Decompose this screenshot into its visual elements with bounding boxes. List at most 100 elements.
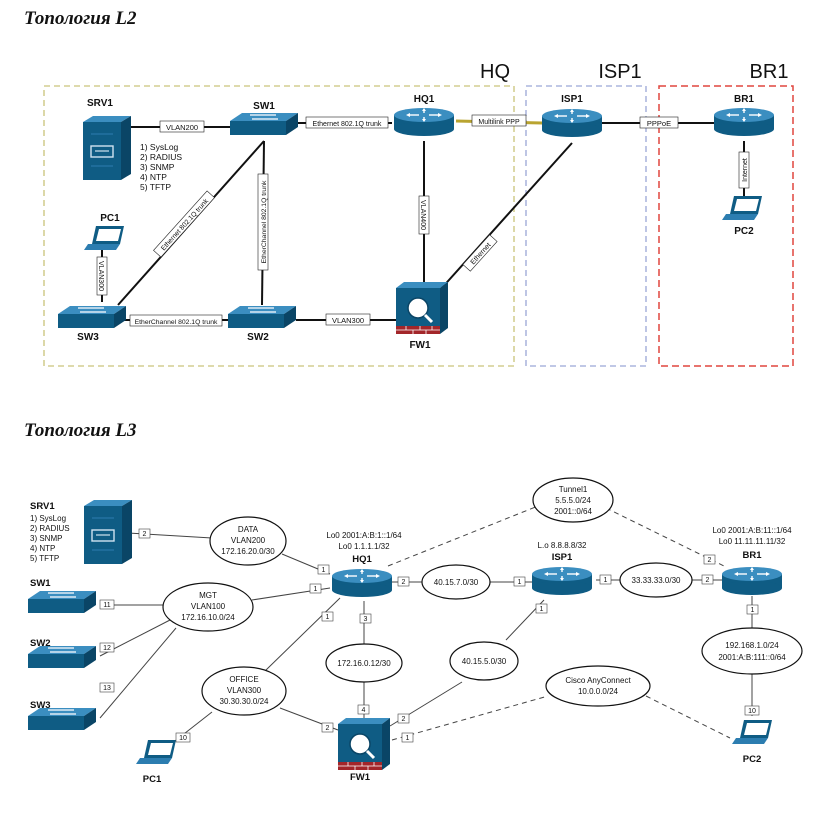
- l3-service-3: 3) SNMP: [30, 534, 62, 543]
- l3-sw2-name: SW2: [30, 638, 51, 649]
- l2-sw1-name: SW1: [253, 101, 275, 112]
- l3-port-srv: 2: [143, 531, 147, 538]
- l3-cloud-mgt-line3: 172.16.10.0/24: [181, 613, 235, 622]
- l2-service-3: 3) SNMP: [140, 162, 175, 172]
- l3-cloud-data-line3: 172.16.20.0/30: [221, 547, 275, 556]
- l2-pc2-icon: [722, 196, 762, 220]
- l3-port-hq-fw-top: 3: [364, 616, 368, 623]
- l3-cloud-hq-fw: [325, 643, 403, 683]
- l3-hq1-lo-ipv6: Lo0 2001:A:B:1::1/64: [326, 531, 402, 540]
- l3-pc1-name: PC1: [143, 774, 162, 785]
- l2-link-label-sw1-sw2: EtherChannel 802.1Q trunk: [261, 180, 268, 263]
- l2-link-label-sw2-fw1: VLAN300: [332, 316, 364, 325]
- l3-br1-name: BR1: [742, 550, 762, 561]
- l3-cloud-data-line1: DATA: [238, 525, 259, 534]
- l3-service-5: 5) TFTP: [30, 554, 59, 563]
- l3-cloud-mgt-line2: VLAN100: [191, 602, 226, 611]
- l3-cloud-hq-isp: [421, 564, 491, 600]
- l3-cloud-isp-br: [619, 562, 693, 598]
- l3-cloud-isp-fw-text: 40.15.5.0/30: [462, 657, 507, 666]
- l3-fw1-name: FW1: [350, 772, 371, 783]
- l3-port-sw1: 11: [103, 602, 110, 609]
- l3-port-fw-any: 1: [406, 735, 410, 742]
- l3-cloud-data-line2: VLAN200: [231, 536, 266, 545]
- l2-link-label-sw3-sw1: Ethernet 802.1Q trunk: [160, 197, 210, 252]
- l3-isp1-lo: L.o 8.8.8.8/32: [538, 541, 587, 550]
- l3-service-1: 1) SysLog: [30, 514, 66, 523]
- l3-cloud-tunnel-line3: 2001::0/64: [554, 507, 592, 516]
- l2-pc2-name: PC2: [734, 226, 754, 237]
- l3-link-anyconnect-pc2: [645, 695, 731, 739]
- l3-port-br-isp: 2: [706, 577, 710, 584]
- l3-port-isp-hq: 1: [518, 579, 522, 586]
- l2-isp1-name: ISP1: [561, 94, 583, 105]
- l2-hq1-icon: [393, 107, 455, 137]
- l3-title: Топология L3: [24, 420, 137, 441]
- l2-hq1-name: HQ1: [414, 94, 435, 105]
- l2-link-label-sw1-hq1: Ethernet 802.1Q trunk: [313, 121, 382, 128]
- l2-service-5: 5) TFTP: [140, 182, 171, 192]
- l3-topology: DATA VLAN200 172.16.20.0/30 MGT VLAN100 …: [27, 477, 803, 785]
- l2-link-label-isp1-br1: PPPoE: [647, 119, 671, 128]
- l3-sw3-name: SW3: [30, 700, 51, 711]
- l3-pc2-icon: [732, 720, 772, 744]
- l2-topology: HQ ISP1 BR1 SRV1: [43, 61, 794, 367]
- l3-port-hq-isp: 2: [402, 579, 406, 586]
- l3-cloud-tunnel-line1: Tunnel1: [559, 485, 588, 494]
- l2-br1-name: BR1: [734, 94, 754, 105]
- l3-port-fw-top: 4: [362, 707, 366, 714]
- l3-port-hq-office: 1: [326, 614, 330, 621]
- l3-port-fw-isp: 2: [402, 716, 406, 723]
- l3-fw1-icon: [336, 716, 392, 772]
- l2-zone-isp-label: ISP1: [598, 61, 641, 83]
- l2-sw3-icon: [57, 305, 127, 329]
- l2-link-label-hq1-fw1: VLAN400: [419, 200, 426, 230]
- l3-br1-lo-ipv6: Lo0 2001:A:B:11::1/64: [712, 526, 792, 535]
- l3-cloud-anyconnect: [545, 665, 651, 707]
- l3-port-pc2: 10: [748, 708, 756, 715]
- l3-link-hq1-tunnel: [387, 505, 539, 567]
- l2-link-label-br1-pc2: Internet: [742, 158, 749, 182]
- l2-zone-br-label: BR1: [750, 61, 789, 83]
- l2-sw1-icon: [229, 112, 299, 136]
- l3-br1-lo-ipv4: Lo0 11.11.11.11/32: [719, 537, 786, 546]
- l3-hq1-lo-ipv4: Lo0 1.1.1.1/32: [338, 542, 390, 551]
- l3-cloud-mgt: [162, 582, 254, 632]
- l3-sw1-name: SW1: [30, 578, 51, 589]
- l3-port-sw3: 13: [103, 685, 111, 692]
- l3-hq1-icon: [331, 568, 393, 598]
- l3-port-mgt-hq: 1: [314, 586, 318, 593]
- l2-srv1-name: SRV1: [87, 98, 113, 109]
- l2-zone-br-box: [658, 85, 794, 367]
- l2-link-label-sw3-sw2: EtherChannel 802.1Q trunk: [135, 319, 218, 326]
- l3-cloud-office-line3: 30.30.30.0/24: [220, 697, 269, 706]
- l3-port-isp-fw-top: 1: [540, 606, 544, 613]
- l3-cloud-office-line2: VLAN300: [227, 686, 262, 695]
- l3-port-br-down: 1: [751, 607, 755, 614]
- l3-port-pc1: 10: [179, 735, 187, 742]
- l2-sw2-icon: [227, 305, 297, 329]
- l2-srv1-icon: [82, 115, 132, 181]
- l3-port-office-fw: 2: [326, 725, 330, 732]
- l3-cloud-mgt-line1: MGT: [199, 591, 217, 600]
- l3-br1-icon: [721, 566, 783, 596]
- l2-isp1-icon: [541, 108, 603, 138]
- l3-cloud-tunnel-line2: 5.5.5.0/24: [555, 496, 591, 505]
- l2-pc1-name: PC1: [100, 213, 120, 224]
- l2-pc1-icon: [84, 226, 124, 250]
- l2-link-isp1-fw1: [439, 142, 573, 291]
- l2-fw1-name: FW1: [409, 340, 431, 351]
- l3-link-hq1-office: [265, 597, 341, 671]
- l2-title: Топология L2: [24, 8, 137, 29]
- l3-link-sw3-mgt: [99, 627, 177, 719]
- l2-service-2: 2) RADIUS: [140, 152, 182, 162]
- l3-cloud-br-lan-line1: 192.168.1.0/24: [725, 641, 779, 650]
- l3-isp1-icon: [531, 566, 593, 596]
- l3-cloud-office-line1: OFFICE: [229, 675, 258, 684]
- l2-link-label-pc1-sw3: VLAN300: [97, 261, 104, 291]
- l3-service-2: 2) RADIUS: [30, 524, 70, 533]
- l3-port-sw2: 12: [103, 645, 111, 652]
- l3-cloud-isp-fw: [449, 641, 519, 681]
- l3-srv1-icon: [83, 499, 133, 565]
